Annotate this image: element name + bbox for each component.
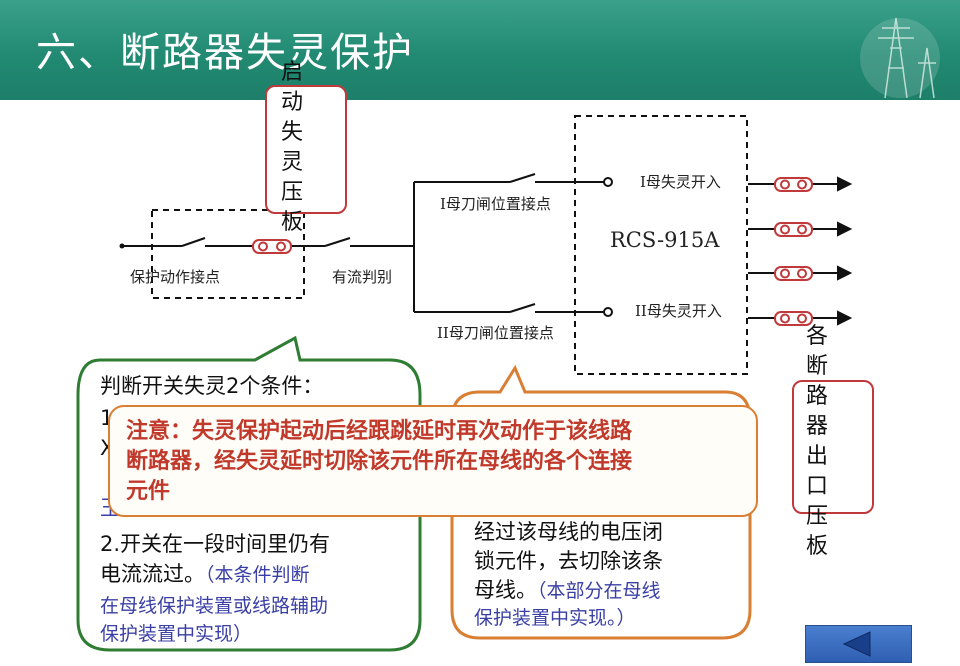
outlet-plate-box	[792, 380, 874, 514]
action-line2: 锁元件，去切除该条	[474, 549, 663, 573]
condition2-note-line2: 在母线保护装置或线路辅助	[100, 595, 329, 617]
device-label: RCS-915A	[610, 228, 720, 252]
attention-note: 注意：失灵保护起动后经跟跳延时再次动作于该线路 断路器，经失灵延时切除该元件所在…	[108, 405, 758, 517]
bus2-input-label: II母失灵开入	[635, 302, 722, 320]
current-detect-label: 有流判别	[332, 268, 393, 286]
note-line3: 元件	[126, 479, 171, 504]
note-line1: 注意：失灵保护起动后经跟跳延时再次动作于该线路	[126, 419, 633, 444]
header-bar	[0, 0, 960, 100]
page-title: 六、断路器失灵保护	[36, 30, 414, 76]
protection-contact-label: 保护动作接点	[130, 268, 221, 286]
bus1-knife-contact-label: I母刀闸位置接点	[440, 195, 551, 213]
start-plate-label: 启 动 失 灵 压 板	[280, 60, 303, 235]
note-line2: 断路器，经失灵延时切除该元件所在母线的各个连接	[126, 449, 633, 474]
condition2-line2: 电流流过。（本条件判断	[100, 562, 310, 586]
condition2-note-line3: 保护装置中实现）	[100, 623, 253, 645]
power-tower-icon	[860, 17, 940, 99]
outlet-plate-label: 各 断 路 器 出 口 压 板	[805, 324, 828, 559]
action-note-line2: 保护装置中实现。）	[474, 607, 636, 629]
action-line3: 母线。（本部分在母线	[474, 578, 661, 602]
start-plate-box	[265, 85, 347, 214]
condition2-line1: 2.开关在一段时间里仍有	[100, 532, 331, 556]
conditions-title: 判断开关失灵2个条件：	[100, 374, 324, 398]
bus1-input-label: I母失灵开入	[640, 173, 721, 191]
bus2-knife-contact-label: II母刀闸位置接点	[437, 324, 554, 342]
action-line1: 经过该母线的电压闭	[474, 520, 663, 544]
triangle-left-icon	[842, 631, 871, 657]
back-button[interactable]	[805, 625, 912, 663]
